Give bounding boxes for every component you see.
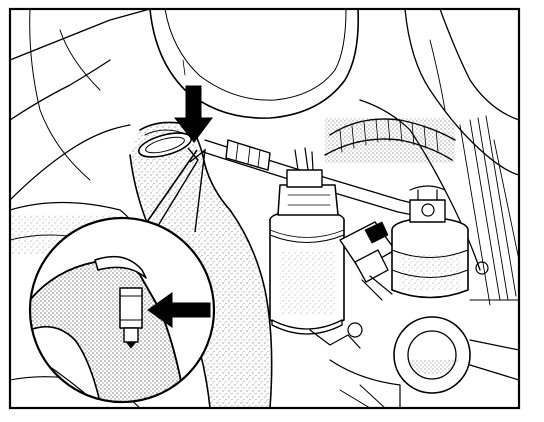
detail-pointer-line-1 <box>139 149 198 233</box>
arrow-down-icon <box>173 85 213 143</box>
housing-edge <box>10 9 151 61</box>
filter-connector <box>277 184 339 216</box>
detail-magnifier <box>28 216 216 404</box>
clamp-bolt <box>119 287 143 329</box>
dome-component <box>149 9 360 119</box>
arrow-left-icon <box>147 292 211 328</box>
fuel-line-nut <box>225 139 271 171</box>
